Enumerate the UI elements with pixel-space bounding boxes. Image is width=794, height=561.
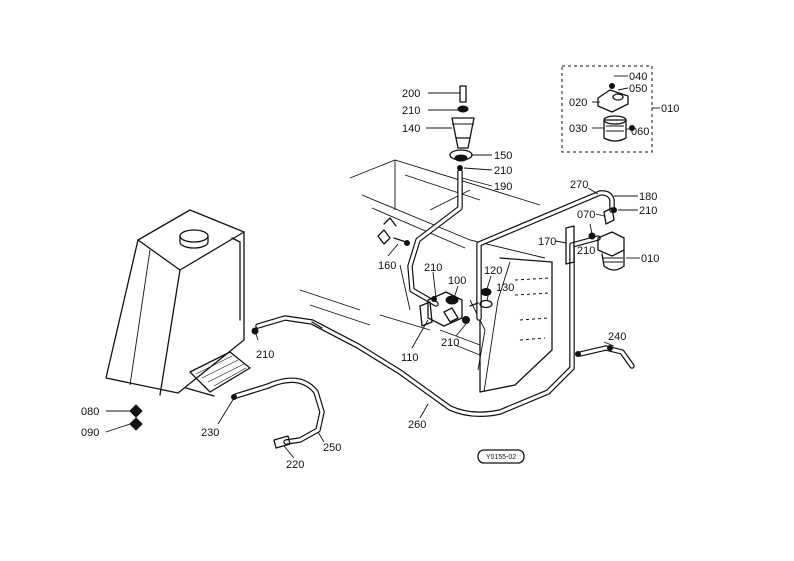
- fuel-filter-top: [449, 85, 475, 171]
- label-260: 260: [408, 419, 426, 431]
- fuel-filter-010: [588, 207, 625, 271]
- bolt-160: [377, 217, 410, 246]
- pipe-170: [565, 225, 575, 265]
- label-140: 140: [402, 123, 420, 135]
- label-110: 110: [401, 352, 419, 364]
- label-020: 020: [569, 97, 587, 109]
- label-010-kit: 010: [661, 103, 679, 115]
- label-010-filter: 010: [641, 253, 659, 265]
- label-210-tank: 210: [256, 349, 274, 361]
- label-040: 040: [629, 71, 647, 83]
- callout-labels: 200 210 140 150 210 190 160 210 100 120 …: [81, 71, 679, 471]
- label-240: 240: [608, 331, 626, 343]
- label-210-top: 210: [402, 105, 420, 117]
- label-210-e: 210: [639, 205, 657, 217]
- label-050: 050: [629, 83, 647, 95]
- hose-joint: [311, 321, 323, 329]
- clamp-210-tank: [251, 327, 259, 335]
- fuel-tank: [105, 209, 251, 397]
- label-230: 230: [201, 427, 219, 439]
- label-210-c: 210: [424, 262, 442, 274]
- label-080: 080: [81, 406, 99, 418]
- label-030: 030: [569, 123, 587, 135]
- fuel-pump: [419, 288, 493, 327]
- label-250: 250: [323, 442, 341, 454]
- washer-080: [129, 404, 143, 418]
- label-160: 160: [378, 260, 396, 272]
- filter-kit: [561, 65, 653, 153]
- label-210-b: 210: [494, 165, 512, 177]
- leader-lines: [105, 75, 660, 459]
- label-170: 170: [538, 236, 556, 248]
- label-120: 120: [484, 265, 502, 277]
- label-060: 060: [631, 126, 649, 138]
- label-100: 100: [448, 275, 466, 287]
- label-220: 220: [286, 459, 304, 471]
- label-270: 270: [570, 179, 588, 191]
- label-130: 130: [496, 282, 514, 294]
- drawing-code-badge: Y0155-02: [477, 449, 525, 464]
- label-210-d: 210: [441, 337, 459, 349]
- hose-240: [575, 345, 635, 369]
- label-070: 070: [577, 209, 595, 221]
- label-180: 180: [639, 191, 657, 203]
- washer-090: [129, 417, 143, 431]
- label-090: 090: [81, 427, 99, 439]
- label-190: 190: [494, 181, 512, 193]
- drawing-code: Y0155-02: [486, 454, 516, 461]
- engine-block: [299, 159, 553, 393]
- label-200: 200: [402, 88, 420, 100]
- label-210-f: 210: [577, 245, 595, 257]
- label-150: 150: [494, 150, 512, 162]
